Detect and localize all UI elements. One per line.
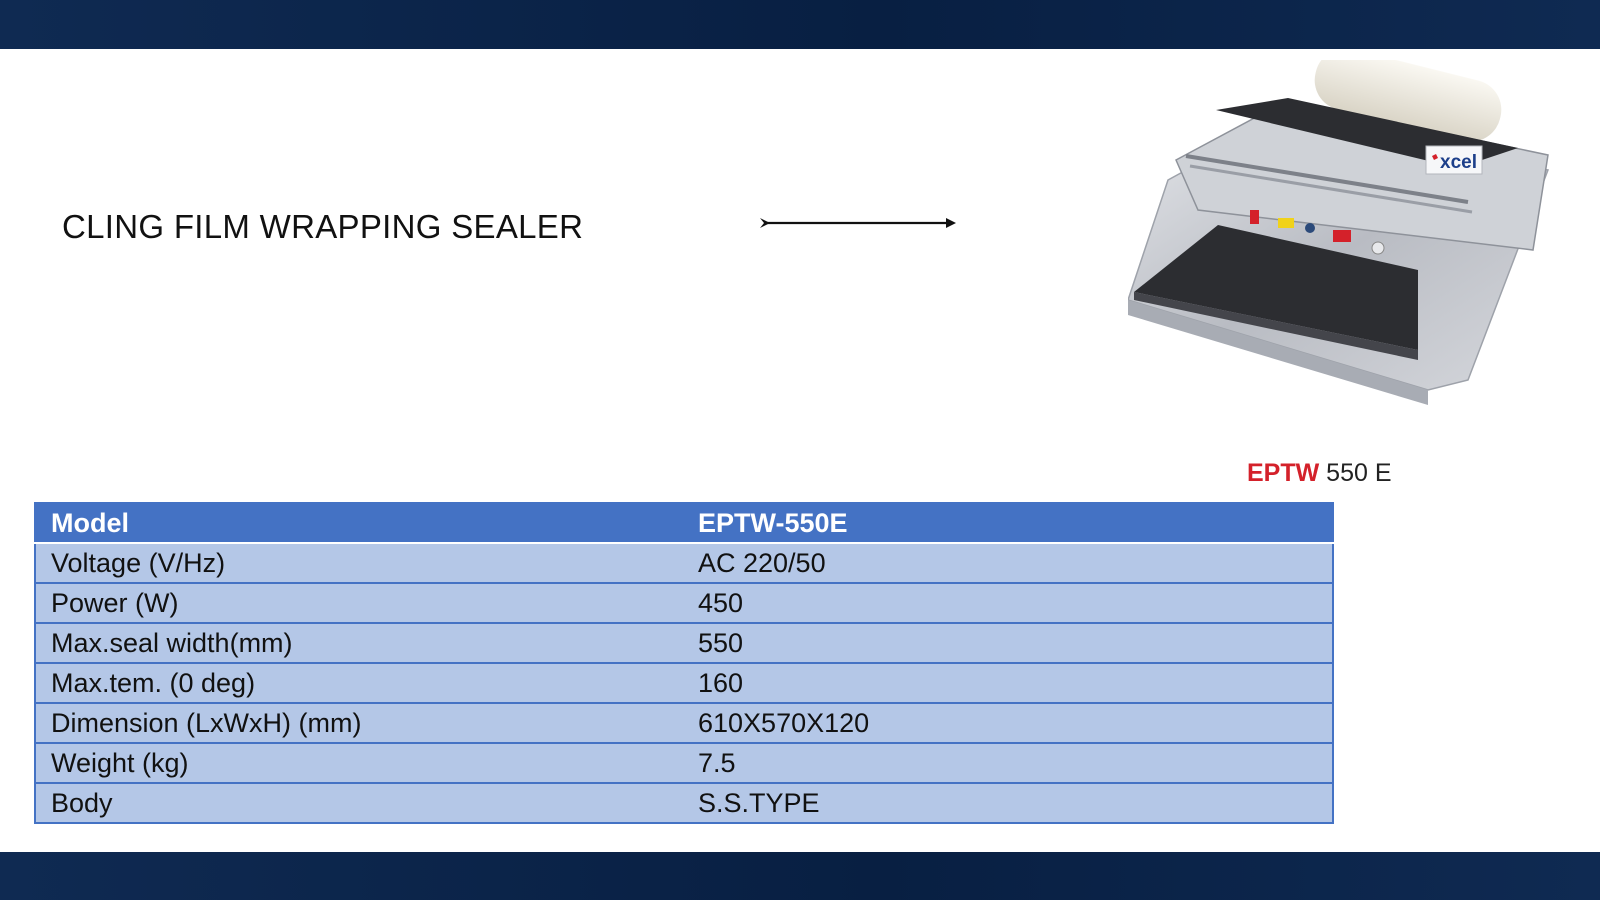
table-cell-label: Weight (kg) bbox=[35, 743, 683, 784]
table-cell-value: 610X570X120 bbox=[683, 703, 1333, 744]
table-row: Voltage (V/Hz) AC 220/50 bbox=[35, 543, 1333, 584]
spec-table: Model EPTW-550E Voltage (V/Hz) AC 220/50… bbox=[34, 502, 1334, 824]
table-cell-value: 450 bbox=[683, 583, 1333, 624]
arrow-right-icon bbox=[760, 218, 956, 228]
product-caption-brand: EPTW bbox=[1247, 459, 1320, 487]
table-header-cell: Model bbox=[35, 503, 683, 544]
table-header-cell: EPTW-550E bbox=[683, 503, 1333, 544]
top-banner bbox=[0, 0, 1600, 49]
table-cell-label: Voltage (V/Hz) bbox=[35, 543, 683, 584]
table-row: Body S.S.TYPE bbox=[35, 783, 1333, 824]
table-cell-label: Max.seal width(mm) bbox=[35, 623, 683, 664]
product-caption-number: 550 E bbox=[1326, 459, 1392, 487]
table-cell-value: S.S.TYPE bbox=[683, 783, 1333, 824]
table-row: Max.tem. (0 deg) 160 bbox=[35, 663, 1333, 704]
table-cell-label: Max.tem. (0 deg) bbox=[35, 663, 683, 704]
table-cell-value: 7.5 bbox=[683, 743, 1333, 784]
table-header-row: Model EPTW-550E bbox=[35, 503, 1333, 544]
table-row: Weight (kg) 7.5 bbox=[35, 743, 1333, 784]
table-cell-value: 160 bbox=[683, 663, 1333, 704]
table-cell-value: AC 220/50 bbox=[683, 543, 1333, 584]
table-row: Power (W) 450 bbox=[35, 583, 1333, 624]
table-cell-label: Power (W) bbox=[35, 583, 683, 624]
product-caption: EPTW 550 E bbox=[1247, 459, 1392, 488]
table-cell-label: Body bbox=[35, 783, 683, 824]
table-row: Dimension (LxWxH) (mm) 610X570X120 bbox=[35, 703, 1333, 744]
table-cell-label: Dimension (LxWxH) (mm) bbox=[35, 703, 683, 744]
table-cell-value: 550 bbox=[683, 623, 1333, 664]
bottom-banner bbox=[0, 852, 1600, 900]
logo-text: xcel bbox=[1440, 152, 1477, 173]
product-image: xcel bbox=[1128, 60, 1550, 405]
table-row: Max.seal width(mm) 550 bbox=[35, 623, 1333, 664]
page-title: CLING FILM WRAPPING SEALER bbox=[62, 208, 584, 245]
